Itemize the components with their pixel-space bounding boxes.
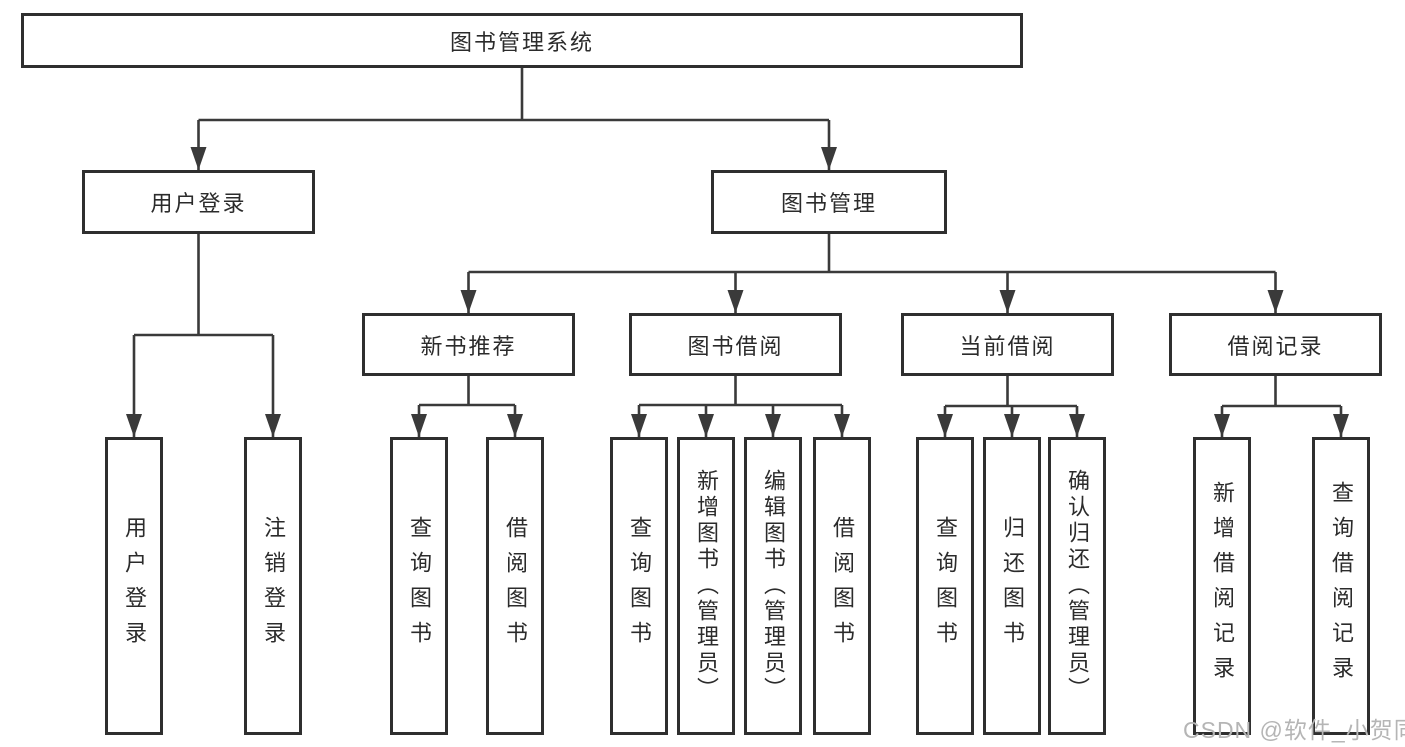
leaf-return-book: 归还图书 [983,437,1041,735]
connector-user-login-to-leaves [132,234,275,437]
arrowhead-icon [1333,414,1349,437]
arrowhead-icon [698,414,714,437]
leaf-label: 确认归还（管理员） [1065,469,1090,703]
node-label: 当前借阅 [959,333,1056,359]
arrowhead-icon [727,290,744,313]
leaf-label: 新增图书（管理员） [694,469,719,703]
connector-current-borrowing-to-leaves [943,376,1079,437]
arrowhead-icon [265,414,281,437]
leaf-label: 注销登录 [261,516,286,656]
arrowhead-icon [765,414,781,437]
connector-book-borrowing-to-leaves [637,376,844,437]
connector-borrow-records-to-leaves [1220,376,1343,437]
node-book-borrowing: 图书借阅 [629,313,842,376]
arrowhead-icon [1069,414,1085,437]
leaf-logout-login: 注销登录 [244,437,302,735]
arrowhead-icon [821,147,837,170]
leaf-query-books-under-current: 查询图书 [916,437,974,735]
node-label: 用户登录 [150,191,247,216]
node-label: 图书管理 [780,191,877,216]
leaf-user-login: 用户登录 [105,437,163,735]
leaf-query-borrow-record: 查询借阅记录 [1312,437,1370,735]
arrowhead-icon [1267,290,1284,313]
connector-new-book-recommend-to-leaves [417,376,517,437]
watermark: CSDN @软件_小贺同学 [1183,717,1405,743]
leaf-query-books-under-recommend: 查询图书 [390,437,448,735]
leaf-add-book-admin: 新增图书（管理员） [677,437,735,735]
node-label: 图书管理系统 [449,29,594,55]
arrowhead-icon [411,414,427,437]
node-current-borrowing: 当前借阅 [901,313,1114,376]
node-library-management-system: 图书管理系统 [21,13,1023,68]
arrowhead-icon [460,290,477,313]
leaf-borrow-books-under-borrowing: 借阅图书 [813,437,871,735]
leaf-label: 归还图书 [1000,516,1025,656]
connector-book-mgmt-to-sections [467,234,1277,313]
connector-root-to-level2 [197,68,831,170]
node-new-book-recommend: 新书推荐 [362,313,575,376]
leaf-add-borrow-record: 新增借阅记录 [1193,437,1251,735]
arrowhead-icon [1004,414,1020,437]
leaf-label: 查询图书 [933,516,958,656]
leaf-label: 查询借阅记录 [1329,481,1354,691]
leaf-label: 借阅图书 [503,516,528,656]
node-borrow-records: 借阅记录 [1169,313,1382,376]
leaf-label: 查询图书 [627,516,652,656]
node-label: 新书推荐 [420,333,517,359]
leaf-label: 编辑图书（管理员） [761,469,786,703]
arrowhead-icon [631,414,647,437]
node-label: 借阅记录 [1227,333,1324,359]
arrowhead-icon [126,414,142,437]
leaf-edit-book-admin: 编辑图书（管理员） [744,437,802,735]
arrowhead-icon [834,414,850,437]
leaf-query-books-under-borrowing: 查询图书 [610,437,668,735]
node-user-login: 用户登录 [82,170,315,234]
arrowhead-icon [1214,414,1230,437]
leaf-confirm-return-admin: 确认归还（管理员） [1048,437,1106,735]
leaf-borrow-books-under-recommend: 借阅图书 [486,437,544,735]
arrowhead-icon [190,147,207,170]
node-book-management: 图书管理 [711,170,947,234]
arrowhead-icon [999,290,1016,313]
leaf-label: 用户登录 [122,516,147,656]
arrowhead-icon [507,414,523,437]
node-label: 图书借阅 [687,333,784,359]
leaf-label: 查询图书 [407,516,432,656]
leaf-label: 新增借阅记录 [1210,481,1235,691]
leaf-label: 借阅图书 [830,516,855,656]
arrowhead-icon [937,414,953,437]
